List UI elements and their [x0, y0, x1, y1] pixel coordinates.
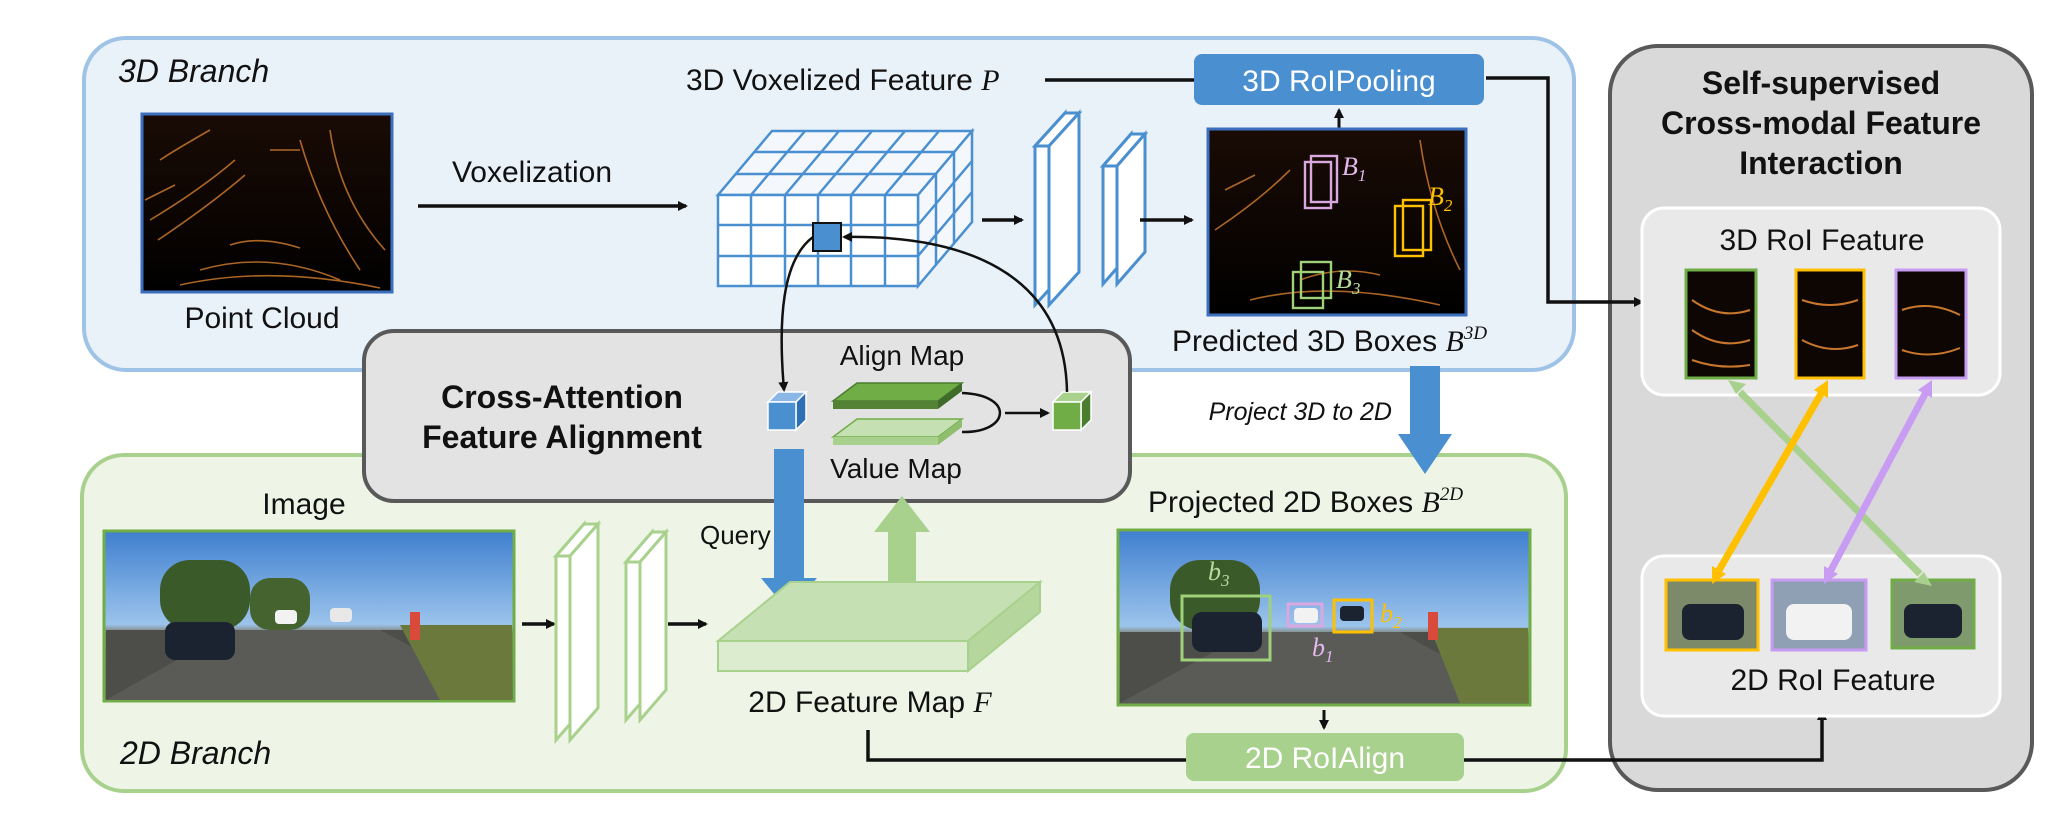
value-map [830, 418, 965, 445]
input-image [102, 529, 516, 703]
voxelization-label: Voxelization [452, 156, 612, 189]
voxel-to-query-curve [778, 235, 814, 392]
point-cloud-image [140, 112, 394, 294]
match-green-arrow [1737, 389, 1923, 577]
roi3d-label: 3D RoI Feature [1719, 224, 1924, 257]
match-purple-arrow [1826, 390, 1930, 574]
projected-2d-label: Projected 2D Boxes B2D [1148, 484, 1463, 519]
roi2d-yellow [1664, 578, 1760, 652]
roipooling-label: 3D RoIPooling [1242, 65, 1435, 98]
output-to-voxel-curve [842, 231, 1069, 393]
output-cube [1051, 390, 1093, 432]
align-map-label: Align Map [840, 340, 965, 371]
match-arrows [1712, 380, 1932, 586]
pooling-to-roi3d-arrow [1486, 76, 1644, 307]
align-map [830, 382, 965, 409]
feature-map-label: 2D Feature Map F [748, 686, 992, 719]
projection-label: Project 3D to 2D [1209, 398, 1392, 426]
roi2d-purple [1770, 578, 1868, 652]
value-map-label: Value Map [830, 453, 962, 484]
box-b3-2d [1180, 594, 1272, 662]
alignment-title-line1: Cross-Attention [441, 379, 683, 415]
alignment-panel [362, 329, 1132, 503]
projected-2d-image: b3 b2 b1 [1116, 528, 1532, 707]
branch-3d-title: 3D Branch [118, 53, 269, 89]
voxel-feature-label: 3D Voxelized Feature P [686, 64, 1000, 97]
box-b2-3d [1393, 198, 1433, 258]
feature-map-2d [715, 579, 1043, 674]
roialign-to-roi2d-arrow [1464, 710, 1827, 762]
match-yellow-arrow [1714, 390, 1826, 574]
predicted-3d-image: B1 B2 B3 [1206, 127, 1468, 317]
roialign-box [1186, 733, 1464, 781]
selected-voxel [812, 222, 842, 252]
box-b2-2d [1332, 598, 1374, 634]
maps-to-output-curve [961, 391, 1002, 434]
roipooling-box [1194, 54, 1484, 105]
alignment-title-line2: Feature Alignment [422, 419, 702, 455]
image-label: Image [262, 488, 345, 521]
featuremap-to-roialign-line [866, 730, 1186, 762]
conv3d-layers [1031, 109, 1149, 309]
roi3d-purple [1894, 268, 1968, 380]
projection-arrow [1398, 366, 1452, 474]
conv2d-layers [552, 520, 670, 744]
query-label: Query [700, 520, 771, 550]
roi3d-green [1684, 268, 1758, 380]
point-cloud-label: Point Cloud [184, 302, 339, 335]
selfsup-title-line2: Cross-modal Feature [1661, 105, 1981, 141]
selfsup-title-line3: Interaction [1739, 145, 1903, 181]
roi2d-green [1890, 578, 1976, 650]
box-b3-3d [1291, 260, 1333, 310]
box-b1-3d [1303, 154, 1339, 210]
roi3d-yellow [1794, 268, 1866, 380]
voxel-grid [715, 127, 975, 290]
selfsup-title-line1: Self-supervised [1702, 65, 1940, 101]
predicted-3d-label: Predicted 3D Boxes B3D [1172, 323, 1487, 358]
query-arrow [761, 449, 817, 612]
roialign-label: 2D RoIAlign [1245, 742, 1405, 775]
branch-2d-title: 2D Branch [119, 735, 271, 771]
roi2d-label: 2D RoI Feature [1730, 664, 1935, 697]
query-cube [766, 390, 808, 432]
box-b1-2d [1286, 602, 1324, 628]
